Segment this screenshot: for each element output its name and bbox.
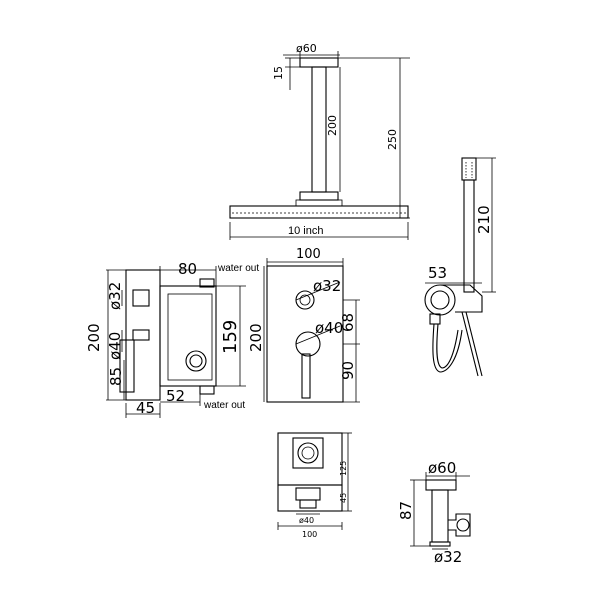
- outlet-nozzle: [295, 487, 321, 501]
- outlet-circle-outer: [297, 442, 319, 464]
- dim-85: 85: [107, 367, 125, 386]
- elbow-flange: [425, 479, 457, 491]
- valve-port-outer: [185, 350, 207, 372]
- outlet-top: [199, 278, 215, 288]
- valve-body-inner: [167, 293, 213, 381]
- holder-inner: [430, 290, 450, 310]
- hose-right: [461, 311, 479, 377]
- dim-53: 53: [428, 264, 447, 282]
- dim-250: 250: [386, 129, 399, 150]
- hand-shower-assembly: 210 53: [424, 157, 496, 377]
- outlet-circle-inner: [301, 446, 315, 460]
- valve-port-inner: [189, 354, 203, 368]
- shower-head-assembly: 10 inch ø60 15 200 250: [229, 42, 410, 240]
- outlet-square: [292, 437, 324, 469]
- dim-dia60-elbow: ø60: [428, 459, 456, 477]
- dim-45: 45: [136, 399, 155, 417]
- dim-159: 159: [220, 320, 241, 354]
- dim-dia40-outlet: ø40: [299, 516, 314, 525]
- ceiling-flange: [299, 57, 339, 68]
- dim-dia60-top: ø60: [296, 42, 317, 55]
- head-connector: [299, 191, 339, 201]
- dim-dia40-side: ø40: [106, 332, 124, 360]
- dim-200-front: 200: [247, 323, 265, 352]
- dim-dia40-front: ø40: [315, 319, 343, 337]
- hose-right-inner: [465, 311, 483, 377]
- leader-32: [295, 281, 341, 301]
- dim-100-front: 100: [296, 247, 321, 262]
- elbow-connector: [448, 513, 471, 537]
- dim-45-outlet: 45: [339, 493, 348, 503]
- dim-125: 125: [339, 461, 348, 476]
- outlet-bottom: [199, 385, 215, 395]
- label-water-out-top: water out: [217, 263, 259, 274]
- hose: [432, 323, 463, 373]
- dim-100-outlet: 100: [302, 530, 317, 539]
- dim-15: 15: [272, 66, 285, 80]
- label-water-out-bottom: water out: [203, 400, 245, 411]
- valve-side-view: 80 water out ø32 200 ø40 85 45 52 water …: [85, 260, 259, 418]
- dim-dia32-side: ø32: [106, 282, 124, 310]
- dim-10inch: 10 inch: [288, 225, 323, 237]
- wall-elbow-view: ø60 87 ø32: [397, 459, 471, 566]
- elbow-connector-circle: [456, 518, 470, 532]
- head-connector-lower: [295, 199, 343, 207]
- dim-90: 90: [339, 361, 357, 380]
- holder-outer: [424, 284, 456, 316]
- dim-68: 68: [339, 313, 357, 332]
- top-knob-side: [132, 289, 150, 307]
- hose-inner: [436, 323, 459, 369]
- leader-40: [295, 325, 341, 345]
- valve-front-view: 100 ø32 ø40 68 200 90: [247, 247, 360, 403]
- hose-connector: [429, 313, 441, 325]
- dim-200-arm: 200: [326, 115, 339, 136]
- dim-dia32-elbow: ø32: [434, 548, 462, 566]
- dim-200-side: 200: [85, 323, 103, 352]
- outlet-nozzle-tip: [299, 499, 317, 509]
- dim-87: 87: [397, 501, 415, 520]
- valve-body: [159, 285, 217, 387]
- lever-front: [301, 353, 311, 399]
- hand-shower-handle: [463, 179, 475, 293]
- lever-side: [119, 339, 135, 393]
- shower-head-plate: [229, 205, 409, 219]
- dim-52: 52: [166, 387, 185, 405]
- top-knob-inner: [299, 294, 311, 306]
- lever-base-side: [132, 329, 150, 341]
- elbow-body: [431, 489, 449, 543]
- elbow-base: [429, 541, 451, 547]
- cover-plate-front: [266, 265, 344, 403]
- holder-bracket: [440, 284, 483, 313]
- dim-dia32-front: ø32: [313, 277, 341, 295]
- shower-arm: [311, 66, 327, 193]
- dim-210: 210: [475, 205, 493, 234]
- dim-80: 80: [178, 260, 197, 278]
- outlet-view: 125 45 ø40 100: [277, 432, 352, 539]
- hand-shower-head: [461, 157, 477, 181]
- outlet-side: [277, 484, 343, 512]
